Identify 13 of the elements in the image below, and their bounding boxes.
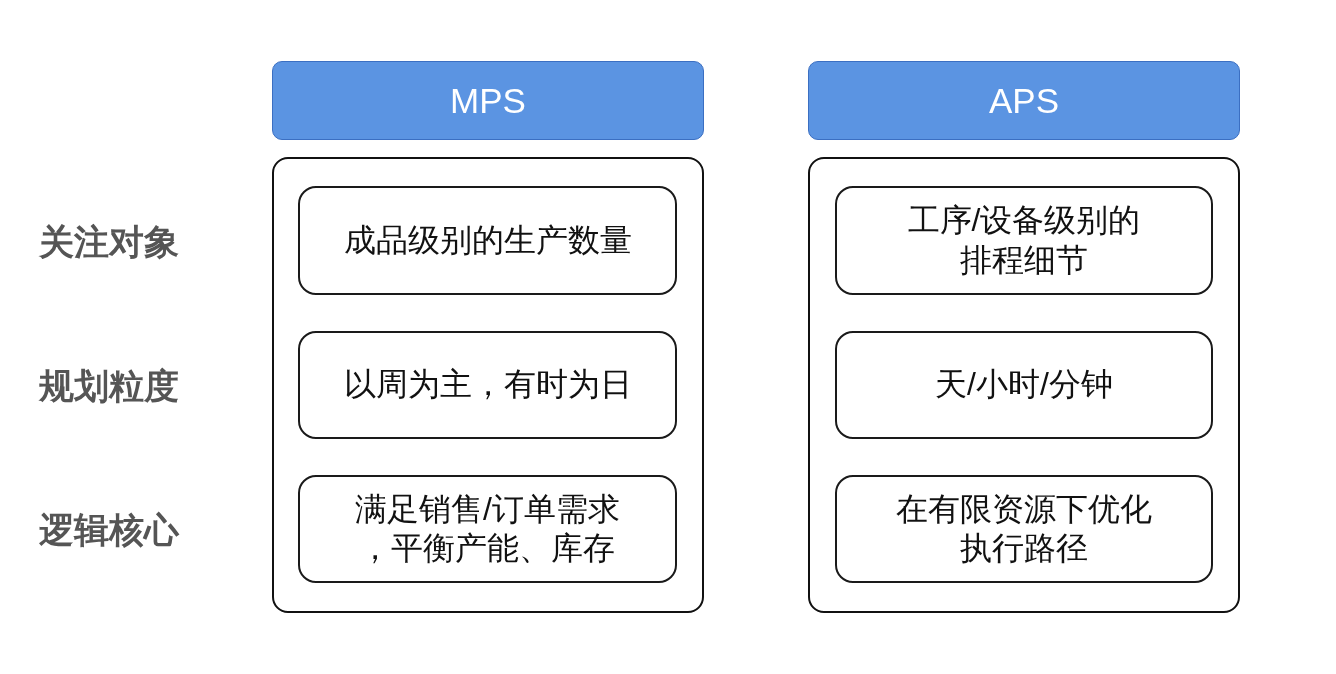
- column-header: APS: [808, 61, 1240, 140]
- content-box: 天/小时/分钟: [835, 331, 1213, 439]
- row-label: 规划粒度: [39, 365, 179, 407]
- content-box: 成品级别的生产数量: [298, 186, 677, 295]
- column-panel: [808, 157, 1240, 613]
- row-label: 逻辑核心: [39, 509, 179, 551]
- content-box: 以周为主，有时为日: [298, 331, 677, 439]
- content-box: 工序/设备级别的排程细节: [835, 186, 1213, 295]
- column-panel: [272, 157, 704, 613]
- column-header: MPS: [272, 61, 704, 140]
- content-box: 在有限资源下优化执行路径: [835, 475, 1213, 583]
- content-box: 满足销售/订单需求，平衡产能、库存: [298, 475, 677, 583]
- row-label: 关注对象: [39, 221, 179, 263]
